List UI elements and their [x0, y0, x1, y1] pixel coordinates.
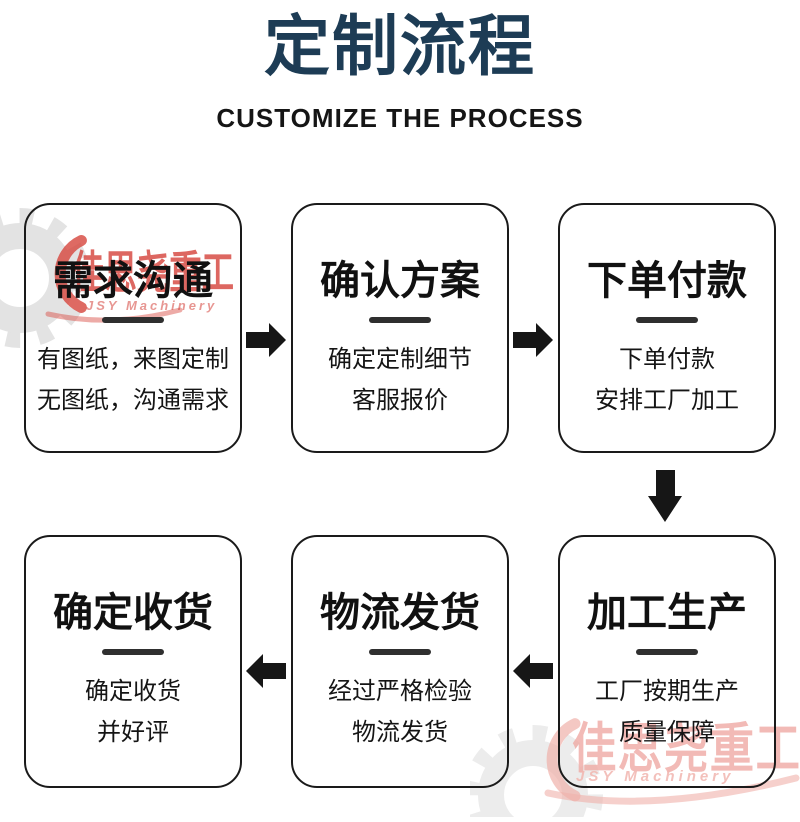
step-detail: 工厂按期生产: [595, 678, 739, 705]
step-title: 加工生产: [587, 591, 747, 635]
step-detail: 客服报价: [352, 387, 448, 414]
step-box-demand: 需求沟通 有图纸，来图定制 无图纸，沟通需求: [24, 203, 242, 453]
step-detail: 下单付款: [619, 346, 715, 373]
step-box-receipt: 确定收货 确定收货 并好评: [24, 535, 242, 788]
step-title: 确定收货: [53, 591, 213, 635]
arrow-right-icon: [246, 318, 286, 362]
step-detail: 有图纸，来图定制: [37, 346, 229, 373]
arrow-left-icon: [513, 649, 553, 693]
step-title: 下单付款: [587, 259, 747, 303]
step-detail: 经过严格检验: [328, 678, 472, 705]
step-detail: 质量保障: [619, 719, 715, 746]
title-divider: [636, 649, 698, 655]
step-box-production: 加工生产 工厂按期生产 质量保障: [558, 535, 776, 788]
arrow-left-icon: [246, 649, 286, 693]
step-title: 物流发货: [320, 591, 480, 635]
step-box-order-payment: 下单付款 下单付款 安排工厂加工: [558, 203, 776, 453]
step-detail: 确定定制细节: [328, 346, 472, 373]
title-divider: [369, 317, 431, 323]
title-divider: [369, 649, 431, 655]
arrow-right-icon: [513, 318, 553, 362]
title-divider: [636, 317, 698, 323]
arrow-down-icon: [648, 470, 682, 523]
step-detail: 安排工厂加工: [595, 387, 739, 414]
step-detail: 并好评: [97, 719, 169, 746]
page-title: 定制流程: [264, 9, 536, 83]
step-box-shipping: 物流发货 经过严格检验 物流发货: [291, 535, 509, 788]
step-detail: 无图纸，沟通需求: [37, 387, 229, 414]
title-divider: [102, 649, 164, 655]
step-box-confirm-plan: 确认方案 确定定制细节 客服报价: [291, 203, 509, 453]
title-divider: [102, 317, 164, 323]
step-title: 需求沟通: [53, 259, 213, 303]
page-subtitle: CUSTOMIZE THE PROCESS: [216, 103, 584, 133]
step-detail: 确定收货: [85, 678, 181, 705]
step-title: 确认方案: [320, 259, 480, 303]
step-detail: 物流发货: [352, 719, 448, 746]
